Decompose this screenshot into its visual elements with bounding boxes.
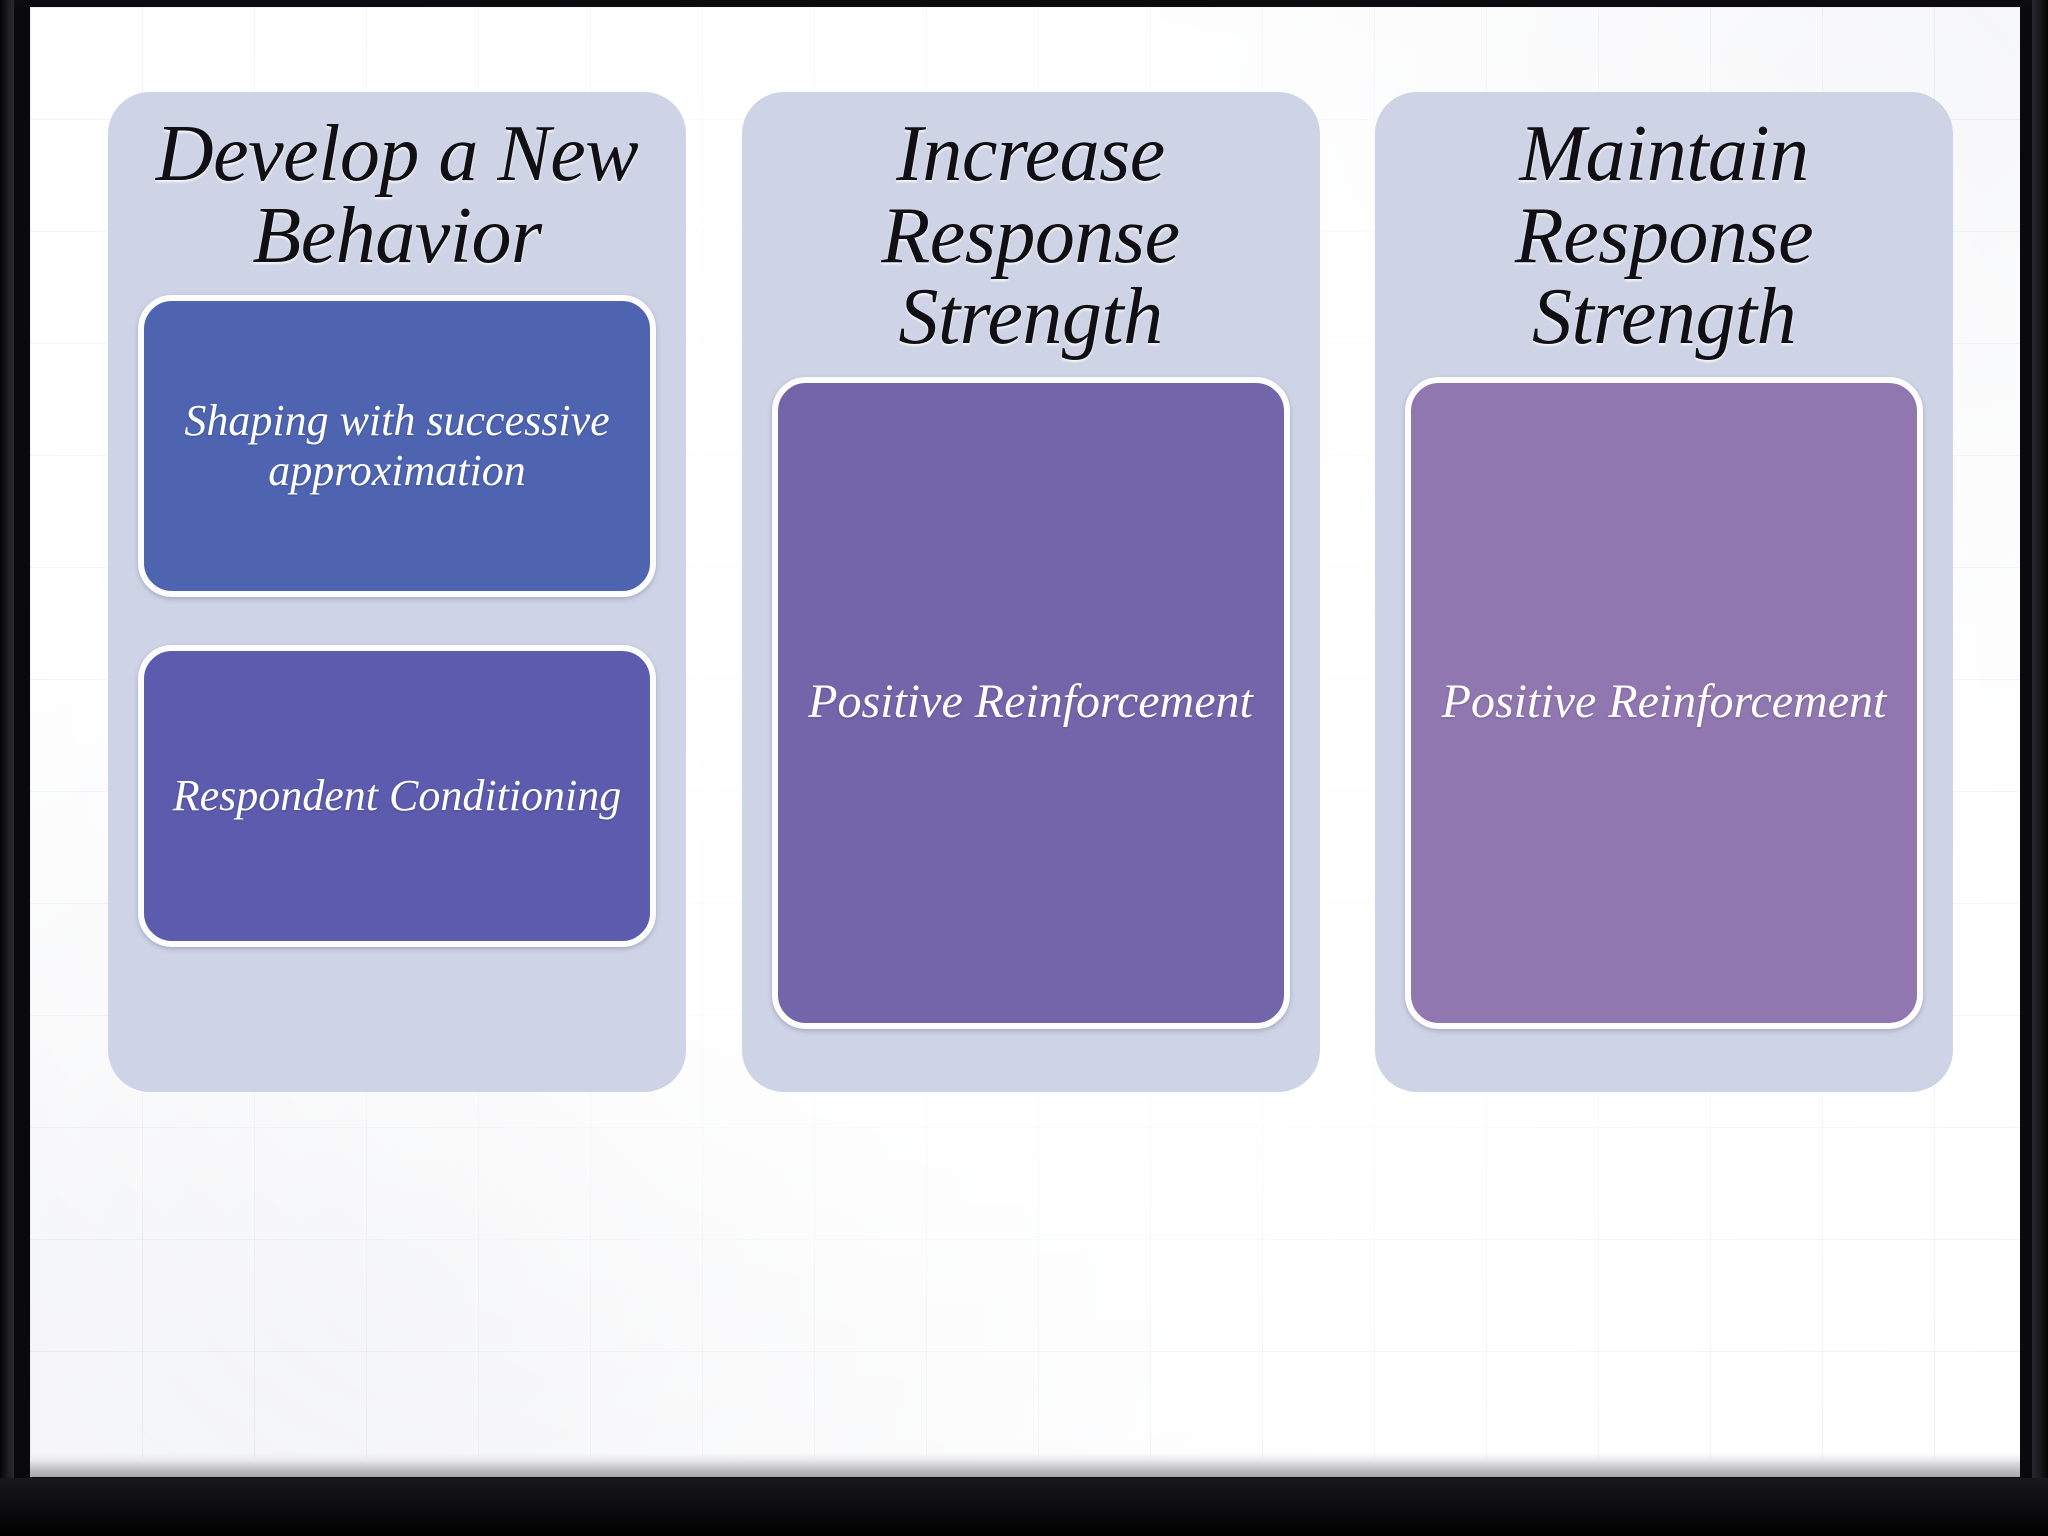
concept-box-label-positive-reinforcement-increase: Positive Reinforcement <box>808 675 1253 729</box>
concept-box-positive-reinforcement-maintain[interactable]: Positive Reinforcement <box>1405 376 1923 1029</box>
boxes-stack-3: Positive Reinforcement <box>1405 376 1923 1058</box>
concept-box-positive-reinforcement-increase[interactable]: Positive Reinforcement <box>771 376 1290 1029</box>
column-panel-increase-response-strength[interactable]: Increase Response Strength Positive Rein… <box>741 92 1320 1092</box>
boxes-stack-1: Shaping with successive approximation Re… <box>138 295 656 1058</box>
frame-top-edge <box>0 0 2048 7</box>
canvas-bottom-shadow <box>30 1453 2020 1477</box>
column-panel-maintain-response-strength[interactable]: Maintain Response Strength Positive Rein… <box>1375 92 1953 1092</box>
concept-box-respondent-conditioning[interactable]: Respondent Conditioning <box>138 645 656 948</box>
concept-box-label-positive-reinforcement-maintain: Positive Reinforcement <box>1441 675 1887 729</box>
column-title-increase-response-strength: Increase Response Strength <box>881 110 1180 362</box>
slide-canvas: Develop a New Behavior Shaping with succ… <box>30 7 2020 1477</box>
concept-box-shaping[interactable]: Shaping with successive approximation <box>138 295 656 598</box>
column-title-develop-new-behavior: Develop a New Behavior <box>155 110 639 280</box>
frame-right-edge <box>2032 0 2048 1536</box>
concept-box-label-respondent-conditioning: Respondent Conditioning <box>172 771 622 821</box>
column-panel-develop-new-behavior[interactable]: Develop a New Behavior Shaping with succ… <box>108 92 686 1092</box>
column-title-maintain-response-strength: Maintain Response Strength <box>1514 110 1814 362</box>
columns-row: Develop a New Behavior Shaping with succ… <box>108 92 1953 1092</box>
concept-box-label-shaping: Shaping with successive approximation <box>184 396 610 496</box>
boxes-stack-2: Positive Reinforcement <box>771 376 1290 1058</box>
frame-left-edge <box>0 0 14 1536</box>
frame-bottom-edge <box>0 1478 2048 1536</box>
